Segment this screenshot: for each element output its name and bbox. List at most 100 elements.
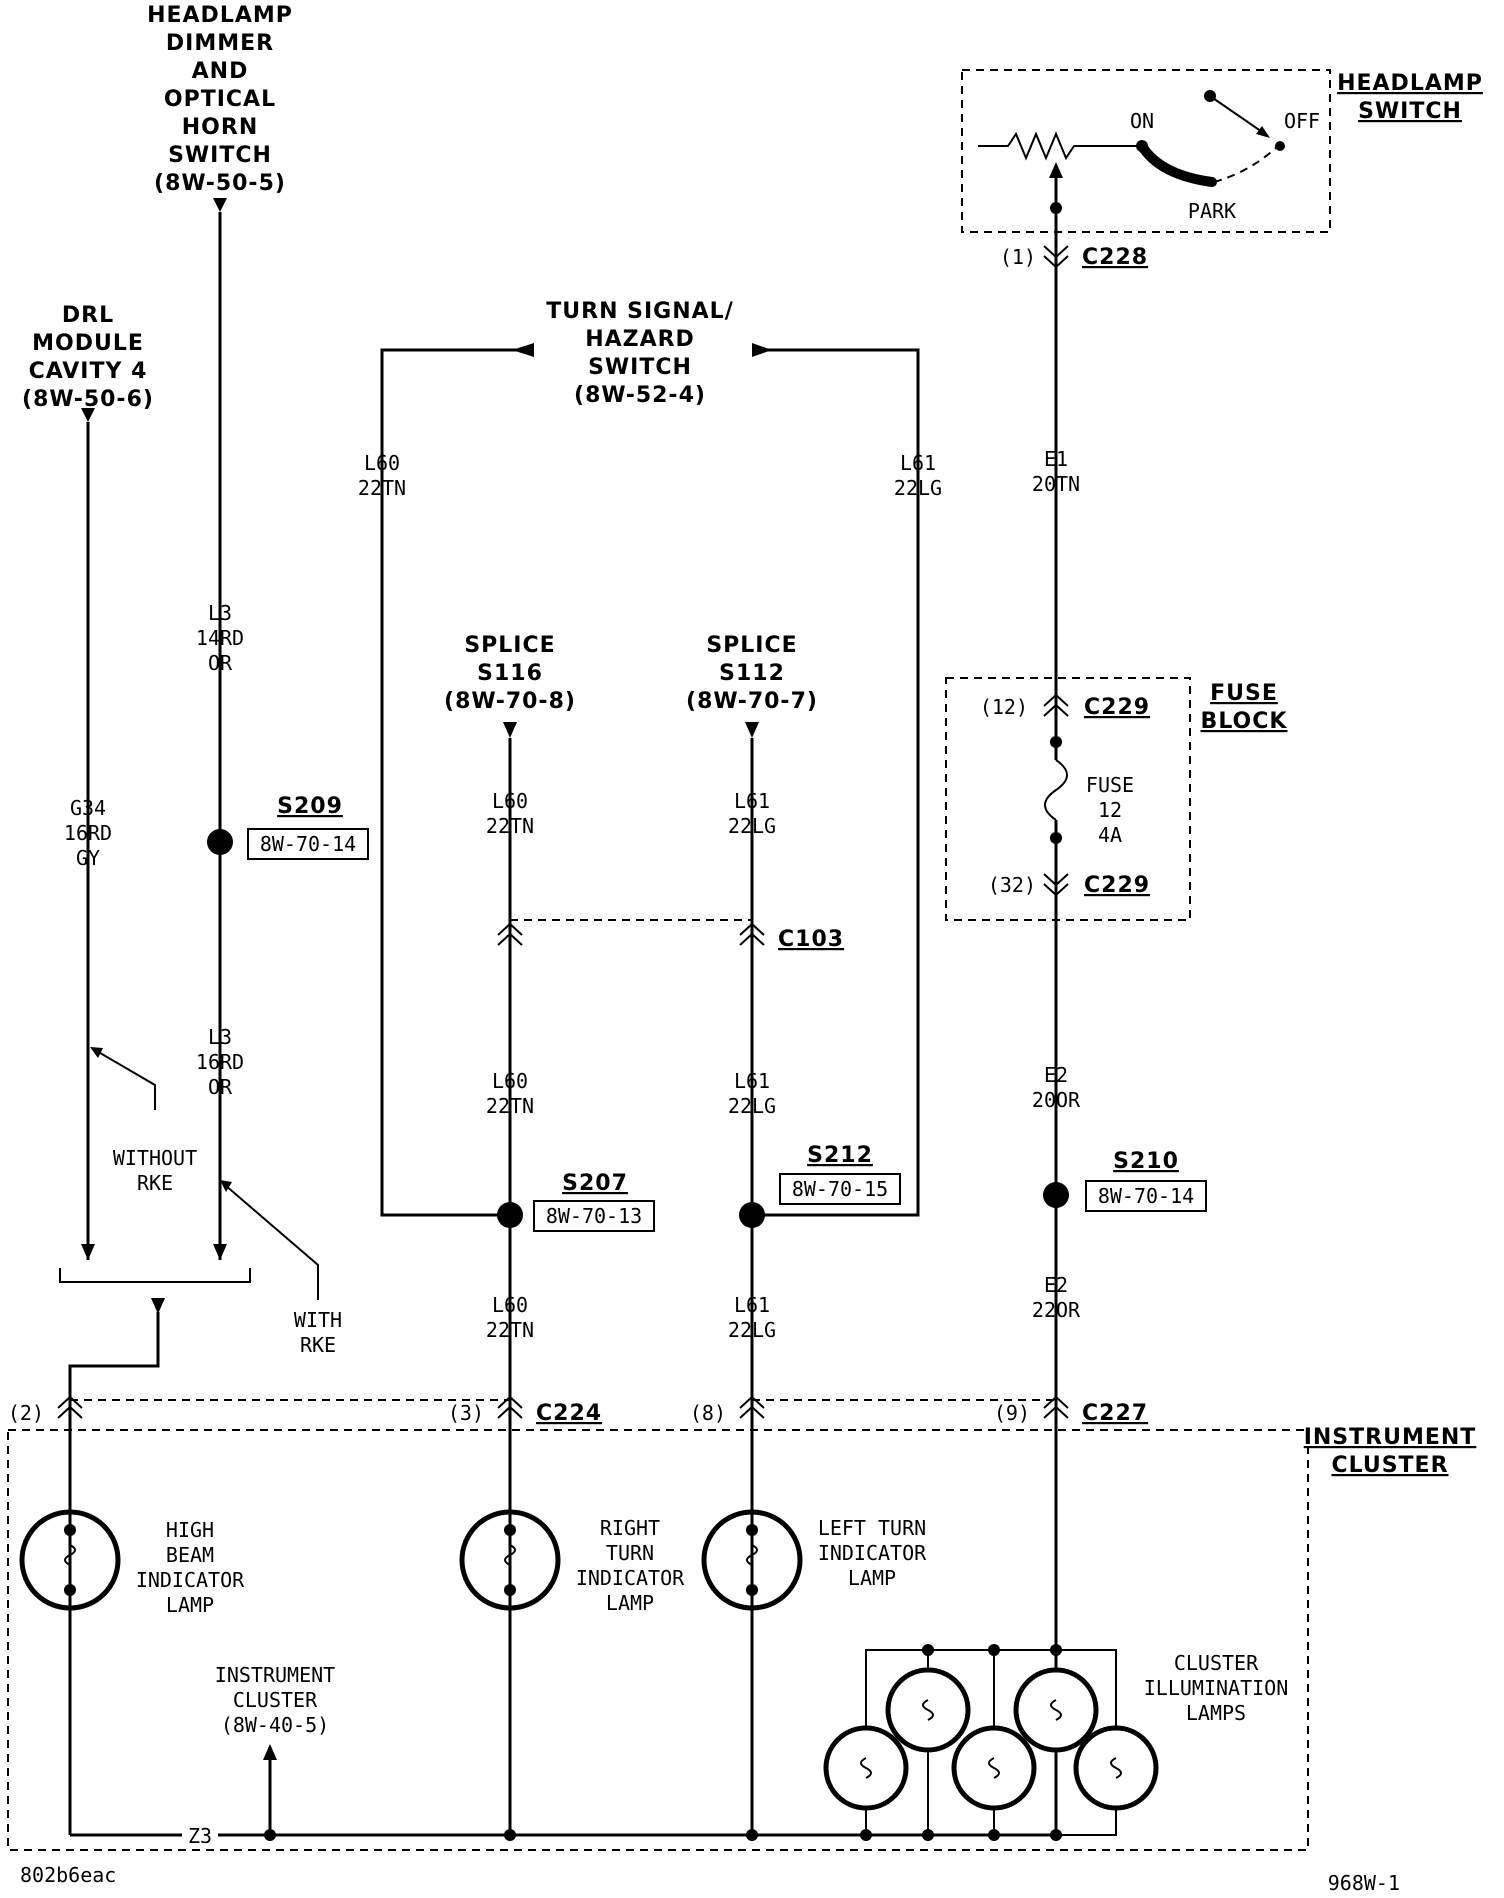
right-turn-2: TURN [606,1541,654,1565]
l61-a-1: L61 [734,789,770,813]
left-turn-filament [746,1544,758,1566]
high-beam-1: HIGH [166,1518,214,1542]
l3-arrow-down [213,1244,227,1260]
s207-name: S207 [562,1171,628,1196]
left-turn-node-top [746,1524,758,1536]
c227-pin9: (9) [994,1401,1030,1425]
c227-pin9-symbol [1043,1395,1069,1419]
high-beam-4: LAMP [166,1593,214,1617]
headlamp-dimmer-line-3: AND [192,59,249,84]
fuse-block-line-1: FUSE [1210,681,1278,706]
s212-splice-dot [739,1202,765,1228]
turn-signal-line-3: SWITCH [588,355,692,380]
s212-ref: 8W-70-15 [792,1177,888,1201]
c228-name: C228 [1082,245,1148,270]
switch-park-dash [1213,145,1279,183]
with-rke-pointer [224,1184,319,1300]
l61-b-1: L61 [734,1069,770,1093]
s209-name: S209 [277,794,343,819]
without-rke-arrow [90,1047,103,1058]
c224-pin3-symbol [497,1395,523,1419]
drl-line-2: MODULE [32,331,144,356]
fuse-label-2: 12 [1098,798,1122,822]
s116-line-1: SPLICE [464,633,555,658]
rheostat [978,131,1142,161]
headlamp-dimmer-line-1: HEADLAMP [147,3,293,28]
s116-line-3: (8W-70-8) [444,689,576,714]
headlamp-switch-line-1: HEADLAMP [1337,71,1483,96]
drl-line-1: DRL [62,303,114,328]
l60-b-2: 22TN [486,1094,534,1118]
l3-lower-2: 16RD [196,1050,244,1074]
g34-label-1: G34 [70,796,106,820]
c227-pin8-symbol [739,1395,765,1419]
s116-line-2: S116 [477,661,543,686]
illum-2: ILLUMINATION [1144,1676,1289,1700]
l3-upper-3: OR [208,651,233,675]
l61-top-2: 22LG [894,476,942,500]
turn-signal-line-1: TURN SIGNAL/ [546,299,733,324]
c229-top-pin: (12) [980,695,1028,719]
g34-arrow-down [81,1244,95,1260]
c227-name: C227 [1082,1401,1148,1426]
z3-node-left-turn [746,1829,758,1841]
s210-splice-dot [1043,1182,1069,1208]
with-rke-arrow [220,1180,232,1192]
headlamp-switch-line-2: SWITCH [1358,99,1462,124]
headlamp-dimmer-line-5: HORN [182,115,258,140]
c103-symbol-left [497,922,523,946]
e2-b-1: E2 [1044,1273,1068,1297]
illum-1: CLUSTER [1174,1651,1259,1675]
c224-name: C224 [536,1401,602,1426]
high-beam-feed-wire [68,1312,160,1395]
e1-label-1: E1 [1044,447,1068,471]
c103-symbol-right [739,922,765,946]
instrument-cluster-box [7,1429,1309,1851]
e2-a-2: 20OR [1032,1088,1081,1112]
headlamp-dimmer-line-4: OPTICAL [164,87,276,112]
s112-line-1: SPLICE [706,633,797,658]
e2-b-2: 22OR [1032,1298,1081,1322]
fuse-node-bottom [1050,832,1062,844]
l61-feed-wire [752,348,920,1217]
turn-signal-line-2: HAZARD [585,327,695,352]
l60-c-1: L60 [492,1293,528,1317]
headlamp-dimmer-arrow [213,198,227,212]
c229-bot-name: C229 [1084,873,1150,898]
c224-pin3: (3) [448,1401,484,1425]
right-turn-node-top [504,1524,516,1536]
headlamp-dimmer-label: HEADLAMP DIMMER AND OPTICAL HORN SWITCH … [147,3,293,196]
s207-splice-dot [497,1202,523,1228]
high-beam-node-top [64,1524,76,1536]
s207-ref: 8W-70-13 [546,1204,642,1228]
l61-arrow [752,343,772,357]
drl-line-3: CAVITY 4 [29,359,148,384]
right-turn-4: LAMP [606,1591,654,1615]
illum-lamp-group [823,1667,1159,1811]
e1-label-2: 20TN [1032,472,1080,496]
fuse-block-box [945,677,1191,921]
high-beam-filament [64,1544,76,1566]
s207-ref-box [533,1200,655,1232]
fuse-block-line-2: BLOCK [1201,709,1288,734]
rheostat-wiper-arrow [1049,162,1063,178]
headlamp-dimmer-line-7: (8W-50-5) [154,171,286,196]
fuse-label-1: FUSE [1086,773,1134,797]
l61-top-1: L61 [900,451,936,475]
footer-left-code: 802b6eac [20,1863,116,1887]
l60-top-1: L60 [364,451,400,475]
high-beam-3: INDICATOR [136,1568,245,1592]
illum-node-top-2 [988,1644,1000,1656]
s112-arrow [745,722,759,738]
s210-ref-box [1085,1180,1207,1212]
s112-line-2: S112 [719,661,785,686]
c229-top-name: C229 [1084,695,1150,720]
right-turn-3: INDICATOR [576,1566,685,1590]
switch-pivot [1204,90,1216,102]
l60-a-2: 22TN [486,814,534,838]
headlamp-dimmer-line-2: DIMMER [166,31,274,56]
l61-c-2: 22LG [728,1318,776,1342]
with-rke-1: WITH [294,1308,342,1332]
illum-node-top-3 [1050,1644,1062,1656]
ic-ref-2: CLUSTER [233,1688,318,1712]
